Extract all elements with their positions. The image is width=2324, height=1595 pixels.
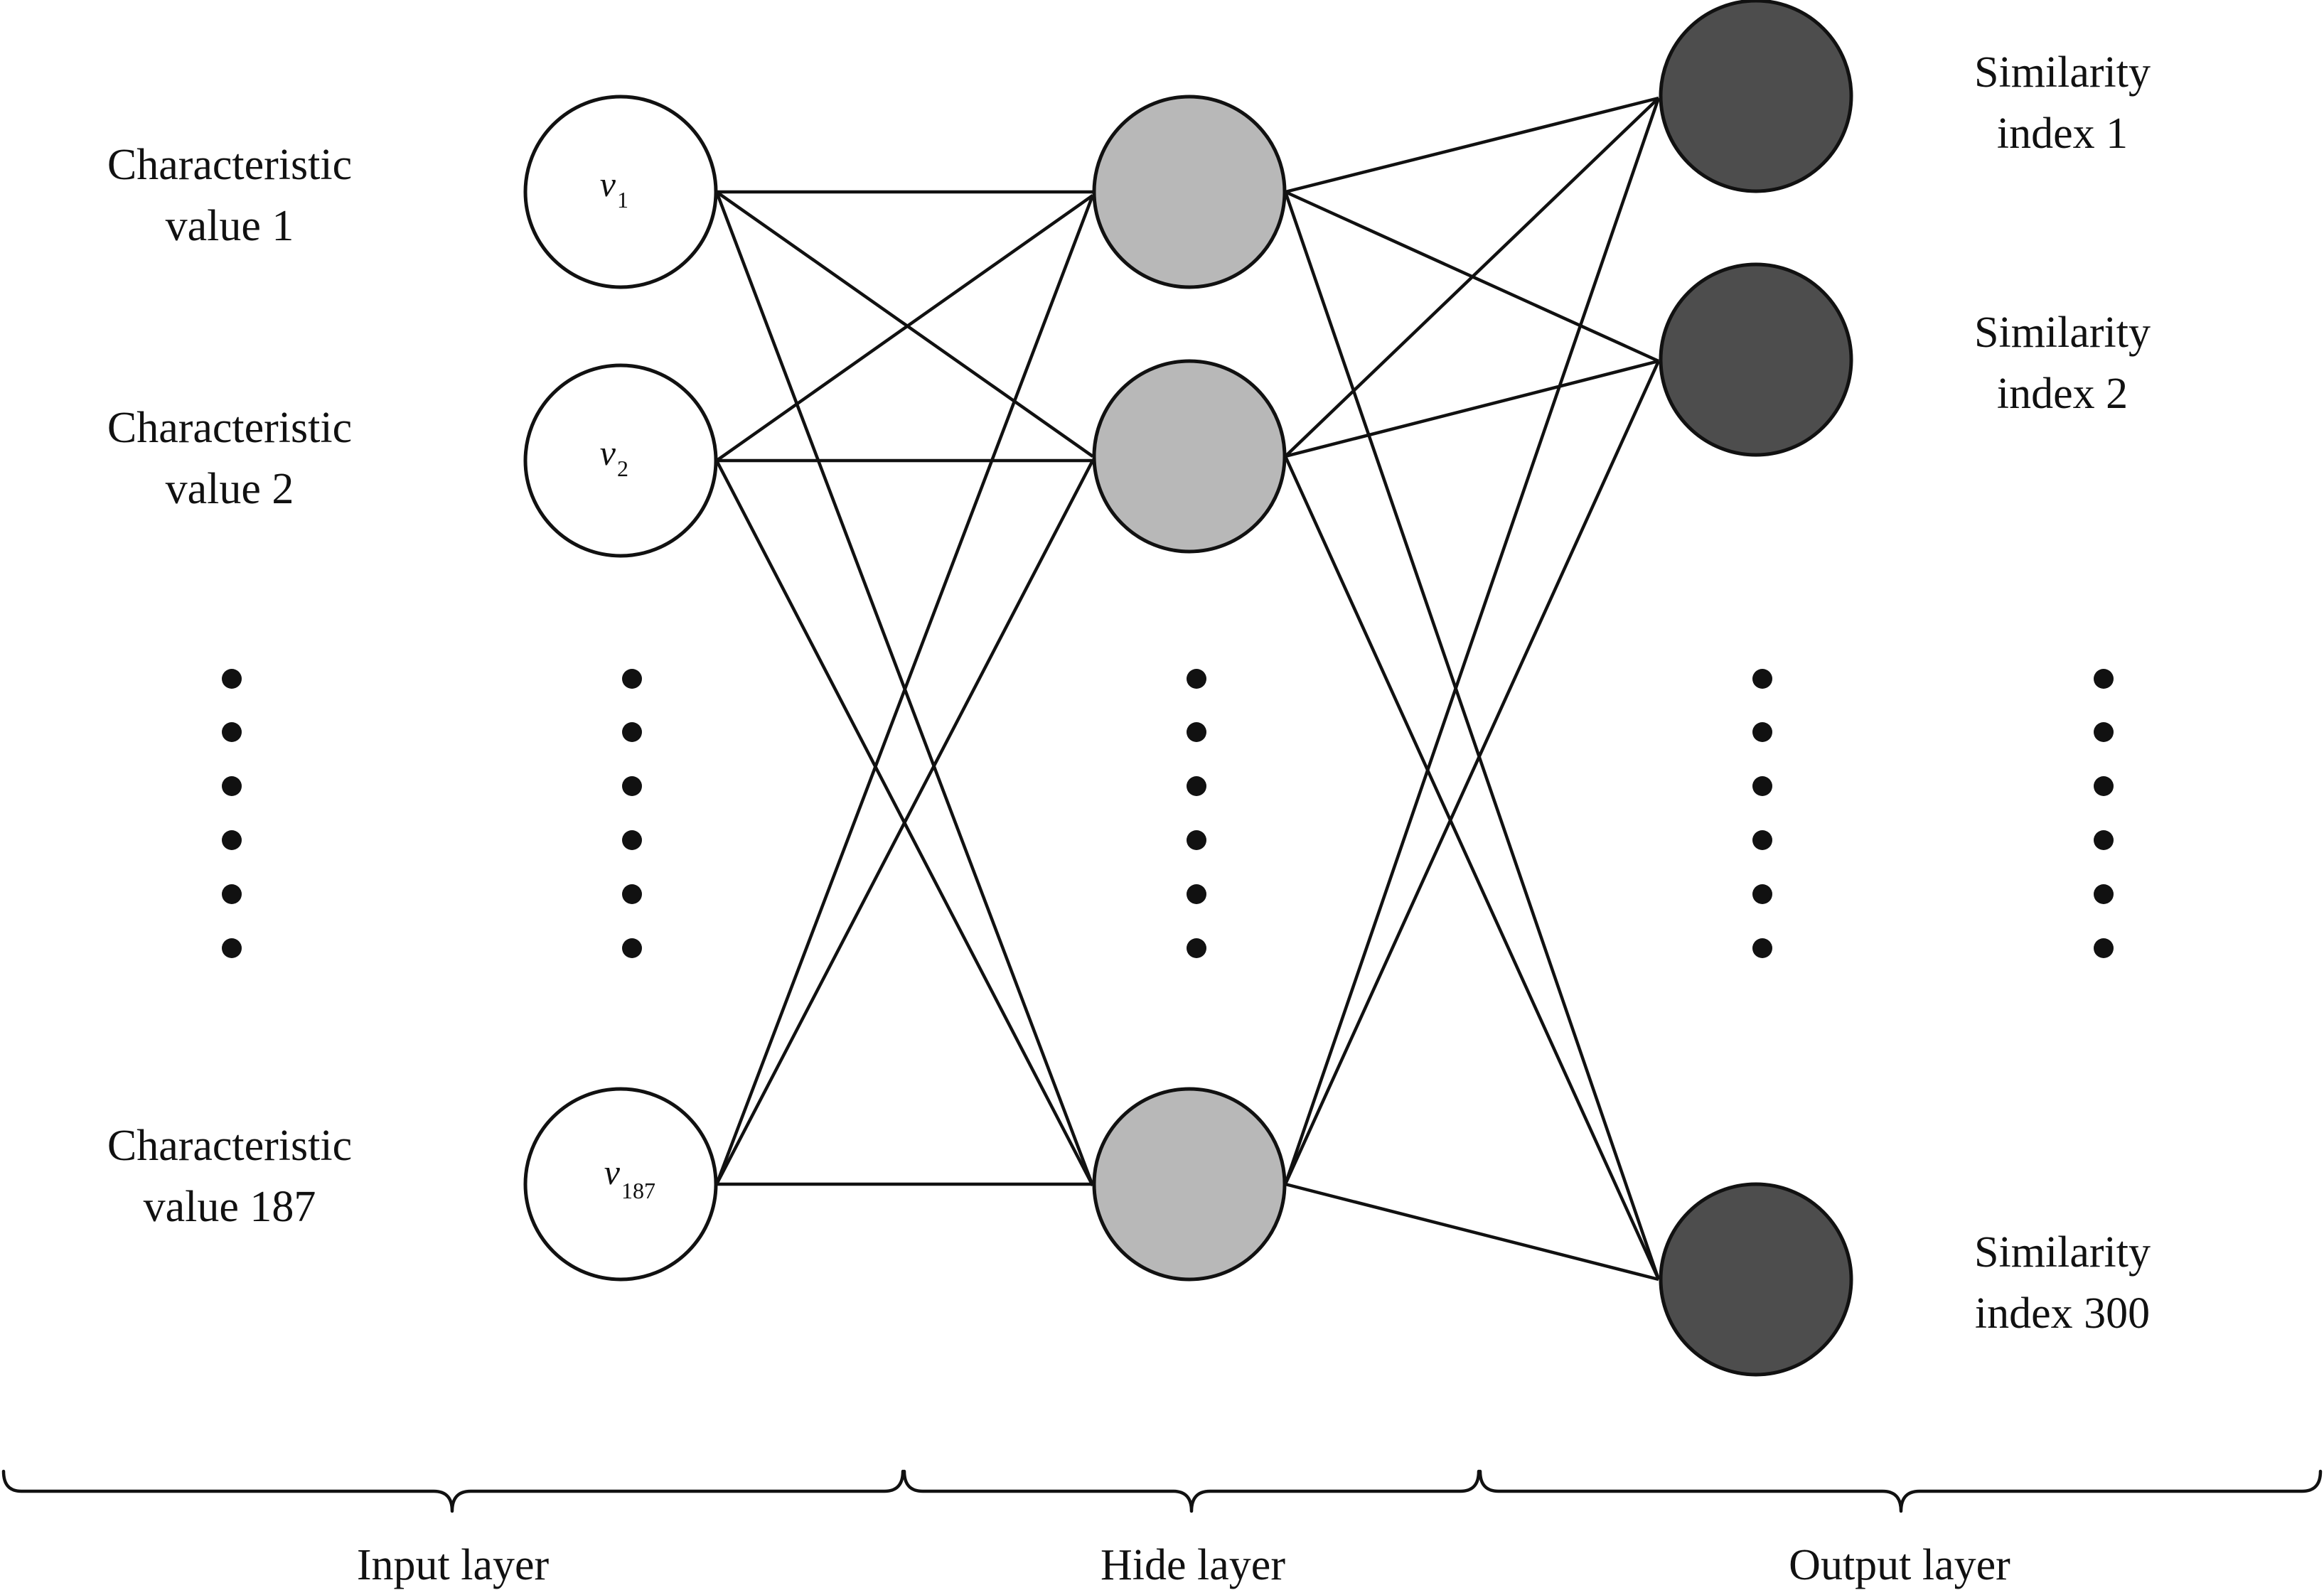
hidden-node-2 xyxy=(1092,359,1287,554)
input-node-1 xyxy=(523,95,718,289)
input-node-2 xyxy=(523,363,718,558)
input-node-187 xyxy=(523,1087,718,1282)
edge-h1-o3 xyxy=(1283,191,1661,1280)
ellipsis-dot xyxy=(1187,722,1206,742)
edge-h2-o1 xyxy=(1284,97,1660,458)
output-label-1-line1: Similarity xyxy=(1974,48,2151,97)
output-label-300-line2: index 300 xyxy=(1975,1289,2150,1338)
input-node-187-label: v xyxy=(604,1152,621,1192)
input-layer-title: Input layer xyxy=(357,1541,550,1589)
output-label-ellipsis xyxy=(2094,669,2114,958)
vertical-dots-icon xyxy=(222,669,2114,958)
input-label-ellipsis xyxy=(222,669,242,958)
edge-h3-o3 xyxy=(1285,1182,1659,1282)
ellipsis-dot xyxy=(2094,669,2114,689)
input-label-187-line2: value 187 xyxy=(144,1183,316,1231)
input-node-187-subscript: 187 xyxy=(621,1178,655,1203)
ellipsis-dot xyxy=(1752,776,1772,796)
edge-v2-h1 xyxy=(715,194,1094,462)
ellipsis-dot xyxy=(1752,884,1772,904)
edge-h3-o2 xyxy=(1283,360,1661,1185)
ellipsis-dot xyxy=(1752,830,1772,850)
output-node-ellipsis xyxy=(1752,669,1772,958)
ellipsis-dot xyxy=(622,776,642,796)
edge-h1-o1 xyxy=(1285,96,1659,194)
ellipsis-dot xyxy=(222,776,242,796)
ellipsis-dot xyxy=(222,722,242,742)
hidden-node-3 xyxy=(1092,1087,1287,1282)
edge-h2-o3 xyxy=(1283,456,1661,1280)
input-node-1-label: v xyxy=(600,164,616,204)
output-label-2-line1: Similarity xyxy=(1974,308,2151,357)
input-label-2-line1: Characteristic xyxy=(107,404,352,452)
ellipsis-dot xyxy=(2094,776,2114,796)
ellipsis-dot xyxy=(2094,938,2114,958)
output-label-2-line2: index 2 xyxy=(1997,370,2128,418)
ellipsis-dot xyxy=(2094,884,2114,904)
edge-v187-h2 xyxy=(715,459,1094,1186)
hidden-layer-nodes xyxy=(1092,95,1287,1282)
ellipsis-dot xyxy=(1752,669,1772,689)
ellipsis-dot xyxy=(222,884,242,904)
input-layer-brace xyxy=(1,1469,905,1513)
input-label-2-line2: value 2 xyxy=(166,465,294,513)
ellipsis-dot xyxy=(622,669,642,689)
edge-h2-o2 xyxy=(1285,359,1659,458)
edges-input-hidden xyxy=(714,190,1095,1187)
ellipsis-dot xyxy=(1752,938,1772,958)
input-label-1-line1: Characteristic xyxy=(107,141,352,189)
layer-braces xyxy=(1,1469,2323,1513)
edge-v187-h1 xyxy=(714,195,1095,1185)
input-node-2-label: v xyxy=(600,433,616,473)
ellipsis-dot xyxy=(622,830,642,850)
output-layer-nodes xyxy=(1659,0,1853,1377)
output-node-1 xyxy=(1659,0,1853,193)
ellipsis-dot xyxy=(1752,722,1772,742)
ellipsis-dot xyxy=(1187,884,1206,904)
ellipsis-dot xyxy=(1187,776,1206,796)
edges-hidden-output xyxy=(1283,96,1661,1282)
hidden-layer-brace xyxy=(902,1469,1481,1513)
output-node-300 xyxy=(1659,1182,1853,1377)
input-node-1-subscript: 1 xyxy=(617,187,628,213)
input-labels: Characteristic value 1 Characteristic va… xyxy=(107,141,352,1231)
output-labels: Similarity index 1 Similarity index 2 Si… xyxy=(1974,48,2151,1338)
edge-h3-o1 xyxy=(1283,97,1661,1185)
ellipsis-dot xyxy=(2094,830,2114,850)
layer-titles: Input layer Hide layer Output layer xyxy=(357,1541,2010,1589)
ellipsis-dot xyxy=(222,830,242,850)
hidden-node-ellipsis xyxy=(1187,669,1206,958)
input-label-1-line2: value 1 xyxy=(166,202,294,250)
output-label-300-line1: Similarity xyxy=(1974,1228,2151,1277)
hidden-node-1 xyxy=(1092,95,1287,289)
output-label-1-line2: index 1 xyxy=(1997,109,2128,158)
ellipsis-dot xyxy=(622,938,642,958)
ellipsis-dot xyxy=(1187,669,1206,689)
input-layer-nodes: v 1 v 2 v 187 xyxy=(523,95,718,1282)
ellipsis-dot xyxy=(1187,830,1206,850)
input-label-187-line1: Characteristic xyxy=(107,1122,352,1170)
output-node-2 xyxy=(1659,262,1853,457)
input-node-ellipsis xyxy=(622,669,642,958)
ellipsis-dot xyxy=(222,938,242,958)
edge-v1-h2 xyxy=(715,190,1094,458)
ellipsis-dot xyxy=(2094,722,2114,742)
hidden-layer-title: Hide layer xyxy=(1101,1541,1285,1589)
input-node-2-subscript: 2 xyxy=(617,456,628,481)
output-layer-title: Output layer xyxy=(1789,1541,2010,1589)
ellipsis-dot xyxy=(1187,938,1206,958)
ellipsis-dot xyxy=(622,722,642,742)
ellipsis-dot xyxy=(622,884,642,904)
output-layer-brace xyxy=(1478,1469,2323,1513)
ellipsis-dot xyxy=(222,669,242,689)
